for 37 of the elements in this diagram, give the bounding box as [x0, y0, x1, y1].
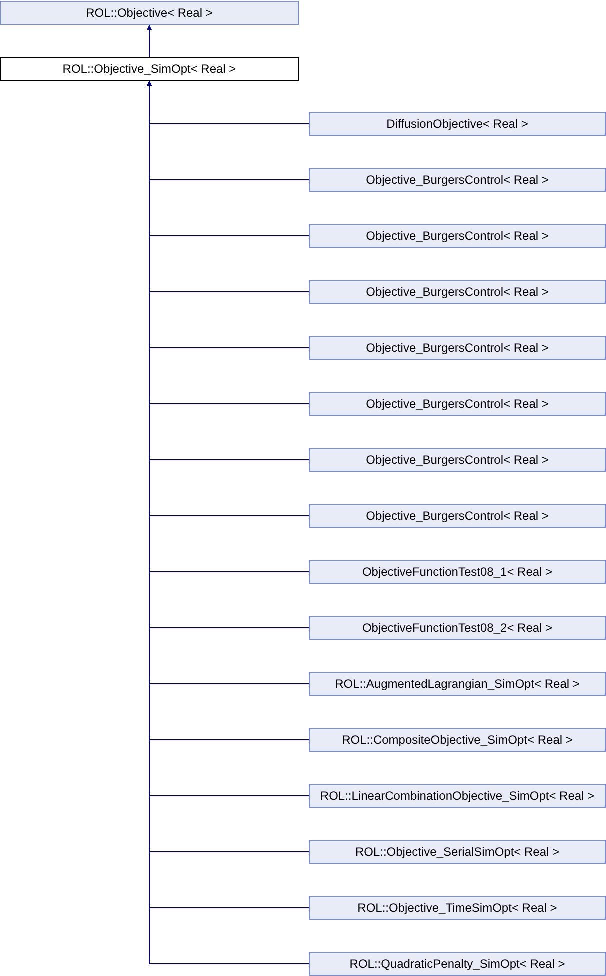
- class-box: [0, 57, 299, 81]
- class-name: Objective_BurgersControl< Real >: [366, 397, 549, 411]
- class-box: [309, 896, 606, 920]
- class-box: [309, 840, 606, 864]
- class-box: [309, 560, 606, 584]
- class-box: [309, 112, 606, 136]
- class-box: [309, 448, 606, 472]
- class-box: [309, 952, 606, 976]
- class-box: [309, 616, 606, 640]
- class-name: Objective_BurgersControl< Real >: [366, 285, 549, 299]
- class-name: ROL::AugmentedLagrangian_SimOpt< Real >: [335, 677, 580, 691]
- class-name: Objective_BurgersControl< Real >: [366, 173, 549, 187]
- class-box: [309, 504, 606, 528]
- class-name: DiffusionObjective< Real >: [386, 117, 528, 131]
- class-box: [309, 336, 606, 360]
- class-name: ROL::Objective< Real >: [86, 6, 213, 20]
- class-name: ObjectiveFunctionTest08_1< Real >: [362, 565, 553, 579]
- class-box: [309, 672, 606, 696]
- class-box: [309, 224, 606, 248]
- class-name: ROL::QuadraticPenalty_SimOpt< Real >: [350, 957, 566, 971]
- class-name: Objective_BurgersControl< Real >: [366, 509, 549, 523]
- class-box: [309, 784, 606, 808]
- class-box: [309, 392, 606, 416]
- class-name: ROL::Objective_TimeSimOpt< Real >: [358, 901, 558, 915]
- class-name: ROL::LinearCombinationObjective_SimOpt< Real >: [320, 789, 595, 803]
- class-box: [309, 168, 606, 192]
- class-name: ROL::Objective_SerialSimOpt< Real >: [355, 845, 560, 859]
- class-name: Objective_BurgersControl< Real >: [366, 453, 549, 467]
- class-box: [309, 728, 606, 752]
- class-name: Objective_BurgersControl< Real >: [366, 341, 549, 355]
- class-name: ObjectiveFunctionTest08_2< Real >: [362, 621, 553, 635]
- class-name: Objective_BurgersControl< Real >: [366, 229, 549, 243]
- inheritance-arrow: [147, 24, 152, 58]
- class-box: [0, 1, 299, 25]
- class-name: ROL::Objective_SimOpt< Real >: [62, 62, 236, 76]
- class-name: ROL::CompositeObjective_SimOpt< Real >: [342, 733, 573, 747]
- class-box: [309, 280, 606, 304]
